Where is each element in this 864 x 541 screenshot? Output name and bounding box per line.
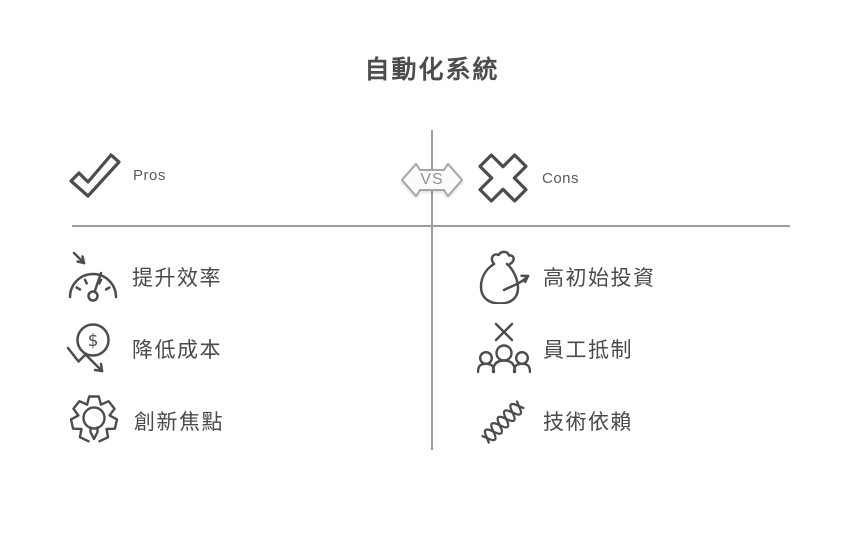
cons-item-resistance: 員工抵制 [477, 322, 633, 376]
cross-icon [478, 153, 528, 203]
cons-header: Cons [477, 152, 579, 204]
cons-item-label: 員工抵制 [543, 339, 633, 362]
dollar-decrease-icon: $ [66, 323, 110, 373]
pros-item-cost: $ 降低成本 [66, 322, 222, 376]
people-cross-icon [477, 322, 531, 374]
money-bag-icon [479, 250, 530, 304]
vertical-divider [431, 130, 433, 450]
checkmark-icon [69, 153, 121, 198]
pros-item-label: 降低成本 [132, 339, 222, 362]
cons-item-dependence: 技術依賴 [477, 394, 633, 448]
pros-header: Pros [66, 150, 166, 200]
dna-chain-icon [481, 400, 525, 444]
cons-item-label: 高初始投資 [543, 267, 656, 290]
cons-item-investment: 高初始投資 [477, 250, 656, 304]
pros-item-label: 提升效率 [132, 267, 222, 290]
speedometer-icon [68, 251, 118, 302]
pros-item-innovation: 創新焦點 [66, 394, 224, 448]
vs-badge: VS [400, 157, 464, 203]
pros-label: Pros [133, 166, 166, 184]
cons-item-label: 技術依賴 [543, 411, 633, 434]
cons-label: Cons [542, 169, 580, 187]
horizontal-divider [72, 225, 790, 227]
vs-label: VS [420, 171, 444, 188]
vs-arrow-icon [401, 163, 463, 197]
page-title: 自動化系統 [364, 56, 500, 84]
gear-lightbulb-icon [69, 395, 119, 443]
pros-item-efficiency: 提升效率 [66, 250, 222, 304]
pros-item-label: 創新焦點 [134, 411, 224, 434]
svg-text:$: $ [88, 331, 99, 351]
